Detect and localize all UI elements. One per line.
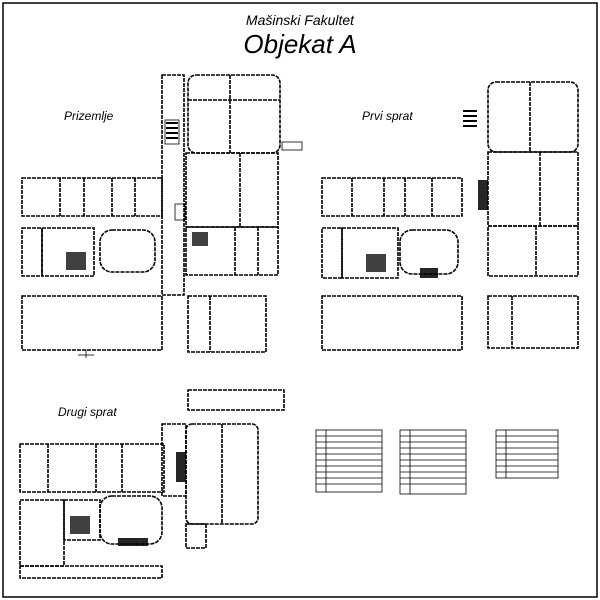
second-lower-corridor xyxy=(19,565,163,579)
second-strip-room xyxy=(187,389,285,411)
first-stairs-marks xyxy=(366,110,488,278)
building-title: Objekat A xyxy=(243,29,357,59)
legend-table-1 xyxy=(315,429,383,493)
floor-label-first: Prvi sprat xyxy=(362,109,413,123)
first-room-row-upper xyxy=(321,177,463,217)
second-atrium xyxy=(99,495,163,545)
first-north-block xyxy=(487,81,579,153)
first-central-room xyxy=(487,151,579,227)
ground-atrium xyxy=(99,229,156,273)
first-south-hall xyxy=(487,295,579,349)
first-floor-plan xyxy=(321,81,579,351)
first-sanitary-block xyxy=(341,227,399,279)
legend-table-2 xyxy=(399,429,467,495)
second-room-row-upper xyxy=(19,443,165,493)
floor-label-second: Drugi sprat xyxy=(58,405,117,419)
ground-floor-plan xyxy=(21,74,281,353)
legend-table-3 xyxy=(495,429,559,479)
institution-title: Mašinski Fakultet xyxy=(245,12,355,28)
ground-lecture-hall xyxy=(21,295,163,351)
second-floor-plan xyxy=(19,389,285,579)
ground-south-hall xyxy=(187,295,267,353)
ground-north-block xyxy=(187,74,281,154)
floor-label-ground: Prizemlje xyxy=(64,109,114,123)
first-lecture-hall xyxy=(321,295,463,351)
first-atrium xyxy=(399,229,459,275)
ground-sanitary-block xyxy=(41,227,95,277)
ground-stairs-marks xyxy=(66,122,208,270)
ground-room-row-upper xyxy=(21,177,163,217)
second-stairs-marks xyxy=(70,452,186,546)
ground-central-room xyxy=(185,152,279,228)
